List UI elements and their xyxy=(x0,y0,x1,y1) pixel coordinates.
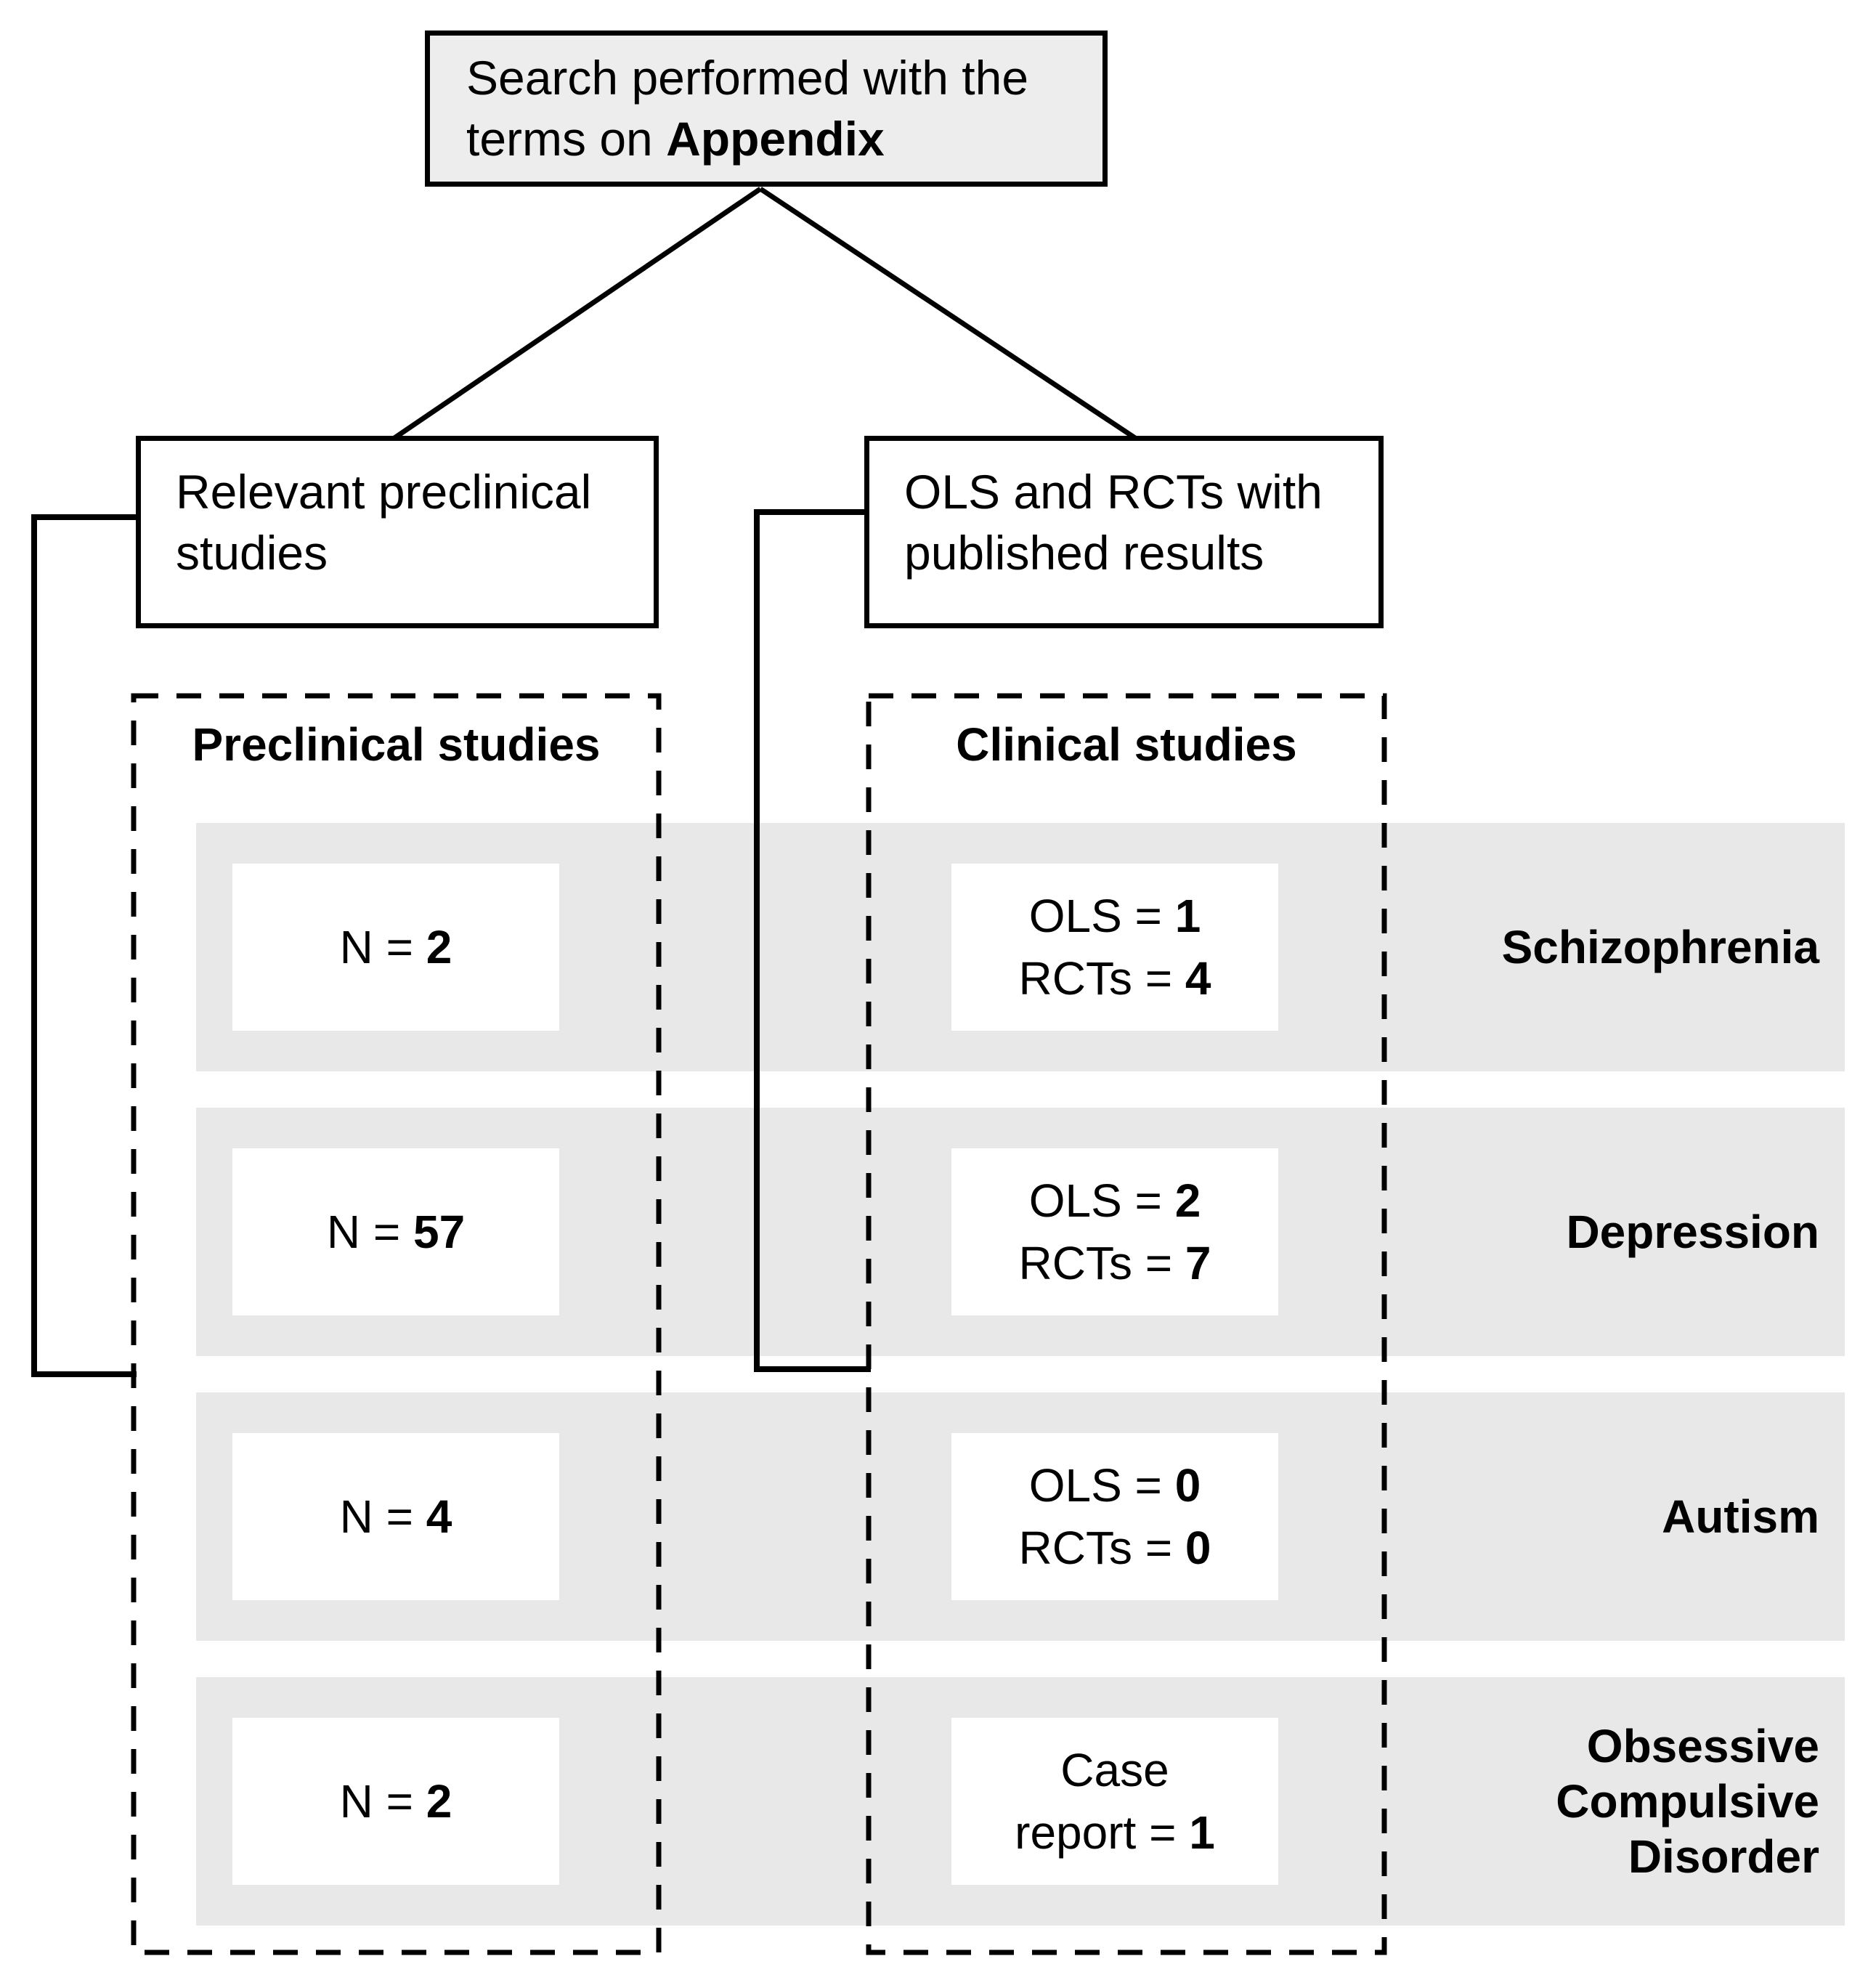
search-terms-box: Search performed with the terms on Appen… xyxy=(425,31,1108,187)
clinical-column-header: Clinical studies xyxy=(956,718,1297,771)
count-line: OLS = 2 xyxy=(1028,1174,1201,1227)
row-label-schizophrenia: Schizophrenia xyxy=(1501,921,1819,973)
row-label-depression: Depression xyxy=(1566,1206,1819,1258)
count-line: RCTs = 0 xyxy=(1018,1522,1211,1574)
preclinical-count-autism: N = 4 xyxy=(232,1433,559,1600)
clinical-count-autism: OLS = 0 RCTs = 0 xyxy=(951,1433,1278,1600)
preclinical-count-depression: N = 57 xyxy=(232,1148,559,1315)
edge-right-to-clinical xyxy=(754,509,871,1372)
count-line: N = 4 xyxy=(339,1490,452,1543)
clinical-count-schizophrenia: OLS = 1 RCTs = 4 xyxy=(951,864,1278,1031)
count-line: Case xyxy=(1060,1744,1169,1796)
preclinical-dashed-outline xyxy=(131,693,662,1955)
ols-rcts-line1: OLS and RCTs with xyxy=(904,465,1323,519)
count-line: RCTs = 7 xyxy=(1018,1237,1211,1289)
count-line: report = 1 xyxy=(1015,1806,1215,1859)
count-line: RCTs = 4 xyxy=(1018,952,1211,1005)
relevant-preclinical-line2: studies xyxy=(176,526,328,580)
count-line: N = 2 xyxy=(339,1775,452,1827)
preclinical-column-header: Preclinical studies xyxy=(192,718,601,771)
preclinical-count-ocd: N = 2 xyxy=(232,1718,559,1885)
appendix-emphasis: Appendix xyxy=(666,112,885,166)
count-line: OLS = 1 xyxy=(1028,890,1201,942)
clinical-count-depression: OLS = 2 RCTs = 7 xyxy=(951,1148,1278,1315)
search-terms-line2: terms on Appendix xyxy=(466,112,885,166)
clinical-count-ocd: Case report = 1 xyxy=(951,1718,1278,1885)
relevant-preclinical-box: Relevant preclinical studies xyxy=(136,436,659,628)
count-line: N = 2 xyxy=(339,921,452,973)
search-terms-line1: Search performed with the xyxy=(466,51,1029,105)
row-label-ocd: Obsessive Compulsive Disorder xyxy=(1556,1720,1819,1883)
ols-rcts-box: OLS and RCTs with published results xyxy=(864,436,1384,628)
edge-top-to-right xyxy=(759,187,1137,440)
preclinical-count-schizophrenia: N = 2 xyxy=(232,864,559,1031)
relevant-preclinical-line1: Relevant preclinical xyxy=(176,465,592,519)
count-line: OLS = 0 xyxy=(1028,1459,1201,1512)
row-label-autism: Autism xyxy=(1662,1490,1819,1543)
edge-left-to-preclinical xyxy=(31,514,138,1377)
clinical-dashed-outline xyxy=(866,693,1387,1955)
edge-top-to-left xyxy=(393,187,762,440)
ols-rcts-line2: published results xyxy=(904,526,1264,580)
count-line: N = 57 xyxy=(326,1206,466,1258)
